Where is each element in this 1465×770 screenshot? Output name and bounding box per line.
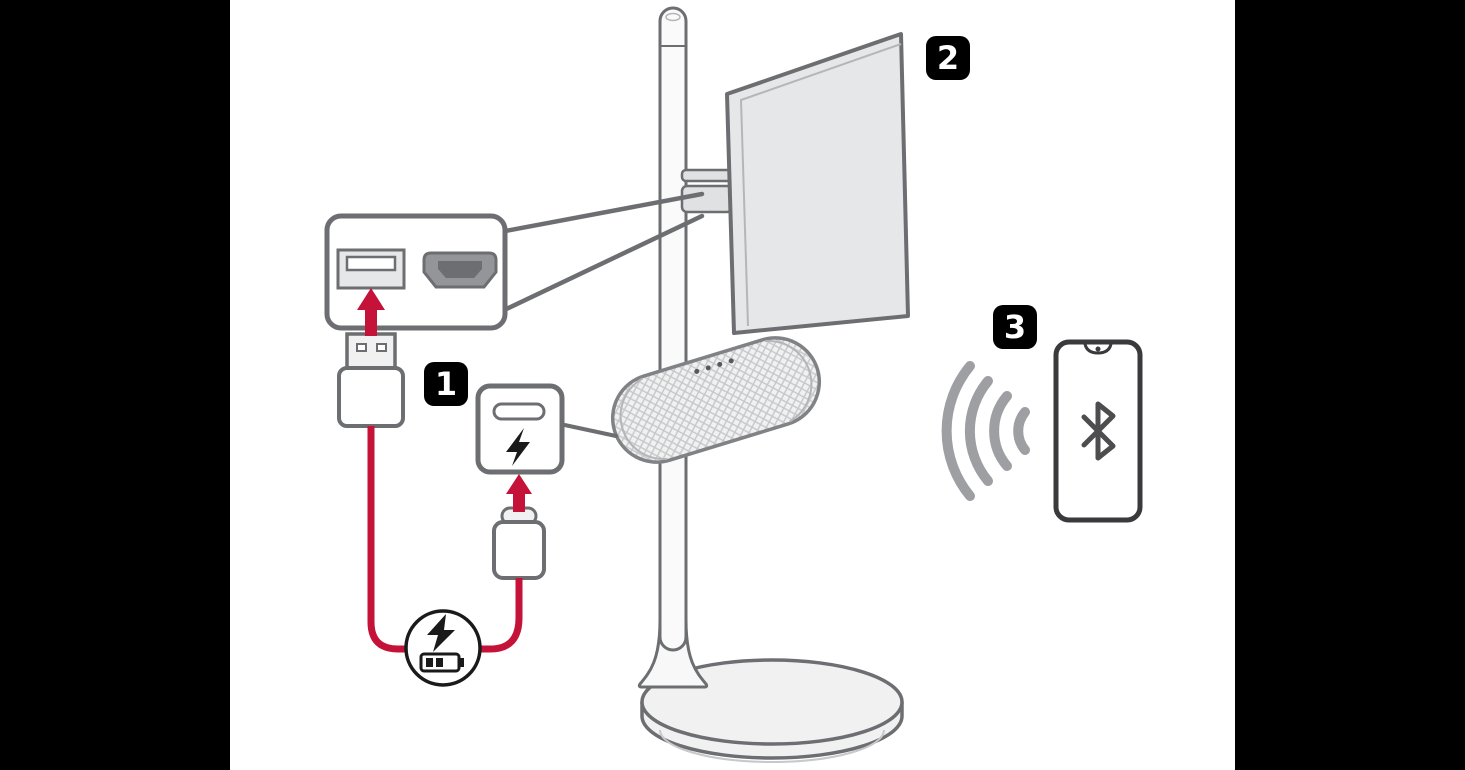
callout-pointer-lines: [497, 191, 705, 315]
battery-charging-icon: [419, 652, 464, 673]
left-black-bar: [0, 0, 230, 770]
usb-a-cable: [367, 426, 407, 653]
plug-direction-arrow-usb-a: [357, 288, 385, 336]
usb-c-connector: [492, 506, 546, 580]
monitor-edge-line: [739, 43, 902, 327]
step-badge-1: 1: [424, 362, 468, 406]
speaker: [610, 336, 822, 464]
charging-bolt-icon: [506, 428, 530, 466]
plug-direction-arrow-usb-c: [506, 474, 532, 512]
usb-a-port-icon: [336, 248, 406, 290]
pole-foot: [637, 618, 709, 689]
step-number-1: 1: [435, 365, 457, 403]
stand-base: [640, 658, 904, 763]
charging-indicator: [404, 609, 482, 687]
monitor-mount: [680, 168, 734, 214]
phone-notch: [1083, 343, 1113, 355]
step-number-3: 3: [1004, 308, 1026, 346]
battery-bolt-icon: [427, 614, 455, 652]
pole-cap-detail: [665, 12, 681, 22]
usb-c-callout-pointer-line: [558, 422, 618, 438]
bluetooth-icon: [1081, 401, 1116, 461]
usb-c-callout-box: [475, 383, 565, 475]
base-inner-line: [659, 729, 885, 763]
step-badge-2: 2: [926, 36, 970, 80]
step-badge-3: 3: [993, 305, 1037, 349]
phone: [1053, 339, 1143, 523]
speaker-right-seam: [764, 340, 813, 423]
phone-camera-dot: [1095, 346, 1101, 352]
step-number-2: 2: [937, 39, 959, 77]
right-black-bar: [1235, 0, 1465, 770]
hdmi-port-icon: [422, 251, 498, 289]
usb-c-cable: [479, 578, 523, 653]
stand-pole: [658, 6, 688, 652]
ports-callout-box: [324, 213, 508, 331]
usb-a-connector: [337, 332, 405, 428]
monitor: [725, 32, 910, 335]
wireless-waves-icon: [941, 361, 1030, 501]
speaker-indicator-dots: [694, 358, 734, 374]
speaker-left-seam: [619, 377, 668, 460]
usb-c-port-icon: [492, 402, 546, 421]
